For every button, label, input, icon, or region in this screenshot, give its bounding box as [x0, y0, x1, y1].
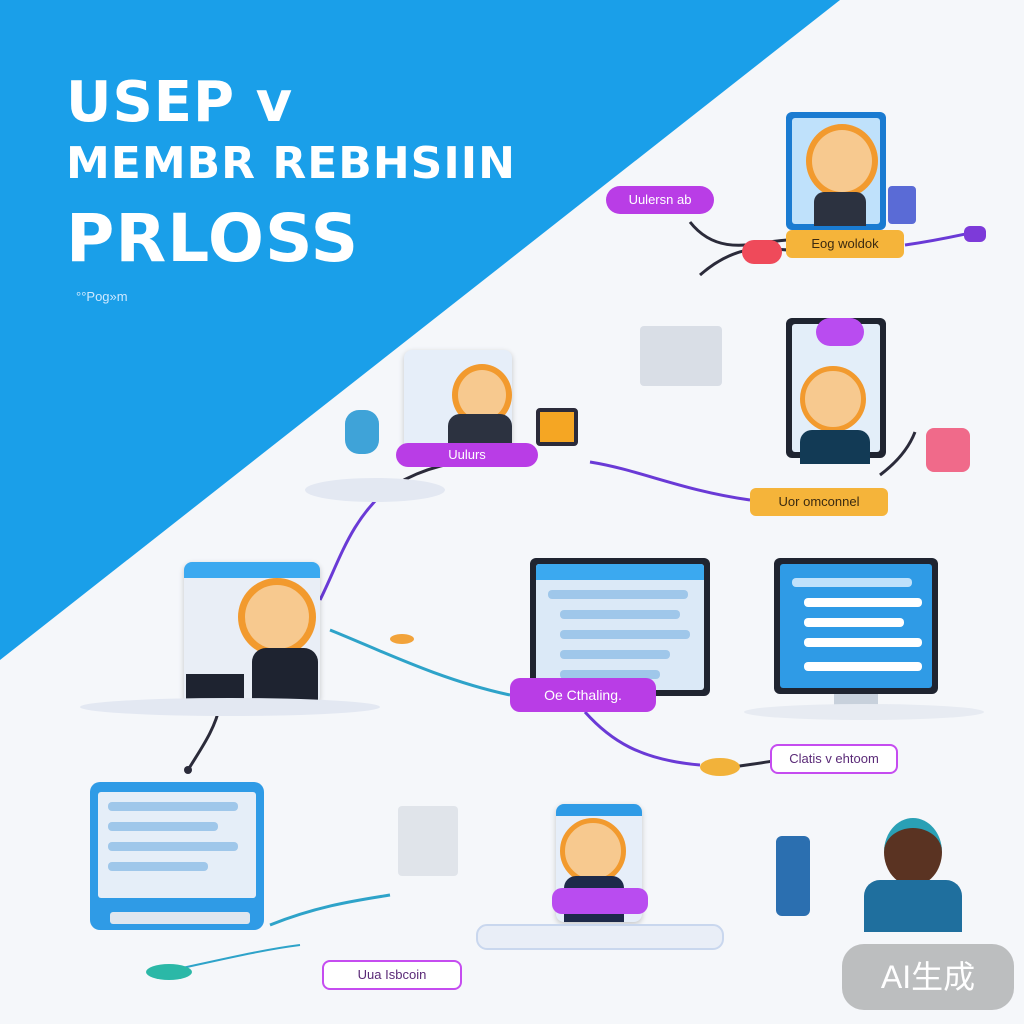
label-chip-center[interactable]: Oe Cthaling.	[510, 678, 656, 712]
machine-bottom	[398, 806, 458, 876]
person-avatar-top	[806, 124, 878, 198]
label-bar-bottom-center	[552, 888, 648, 914]
equipment-bottom-right	[776, 836, 810, 916]
person-body-bottom-right	[864, 880, 962, 932]
teal-fish-icon	[146, 964, 192, 980]
platform-ellipse-left-card	[80, 698, 380, 716]
pink-box-icon	[926, 428, 970, 472]
person-avatar-bottom-center	[560, 818, 626, 884]
label-chip-bottom[interactable]: Uua Isbcoin	[322, 960, 462, 990]
title-line-2: MEMBR REBHSIIN	[66, 138, 516, 189]
person-body-left	[252, 648, 318, 700]
person-avatar-bottom-right	[884, 818, 942, 886]
orange-leaf-icon	[700, 758, 740, 776]
person-body-middle-left	[448, 414, 512, 448]
person-body-right	[800, 430, 870, 464]
orange-leaf-icon-2	[390, 634, 414, 644]
speech-bubble-icon	[742, 240, 782, 264]
title-line-3: PRLOSS	[66, 200, 360, 277]
chat-bubble-purple	[816, 318, 864, 346]
person-avatar-right	[800, 366, 866, 432]
monitor-bottom-left	[90, 782, 264, 930]
label-chip-top-right[interactable]: Eog woldok	[786, 230, 904, 258]
platform-ellipse-bottom	[476, 924, 724, 950]
label-chip-middle-left[interactable]: Uulurs	[396, 443, 538, 467]
label-chip-top-left[interactable]: Uulersn ab	[606, 186, 714, 214]
title-line-1: USEP v	[66, 70, 294, 135]
small-device-icon	[888, 186, 916, 224]
keyboard-bottom-left	[110, 912, 250, 924]
character-robot-icon	[345, 410, 379, 454]
platform-ellipse-left	[305, 478, 445, 502]
machine-illustration	[640, 326, 722, 386]
person-body-top	[814, 192, 866, 226]
dark-keyboard-panel	[186, 674, 244, 702]
ai-generated-watermark: AI生成	[842, 944, 1014, 1010]
lamp-icon	[536, 408, 578, 446]
person-avatar-left	[238, 578, 316, 656]
plug-icon	[964, 226, 986, 242]
platform-ellipse-right	[744, 704, 984, 720]
label-chip-right[interactable]: Clatis v ehtoom	[770, 744, 898, 774]
label-chip-middle-right[interactable]: Uor omconnel	[750, 488, 888, 516]
small-caption: °°Pog»m	[76, 289, 128, 304]
monitor-right	[774, 558, 938, 694]
monitor-center	[530, 558, 710, 696]
